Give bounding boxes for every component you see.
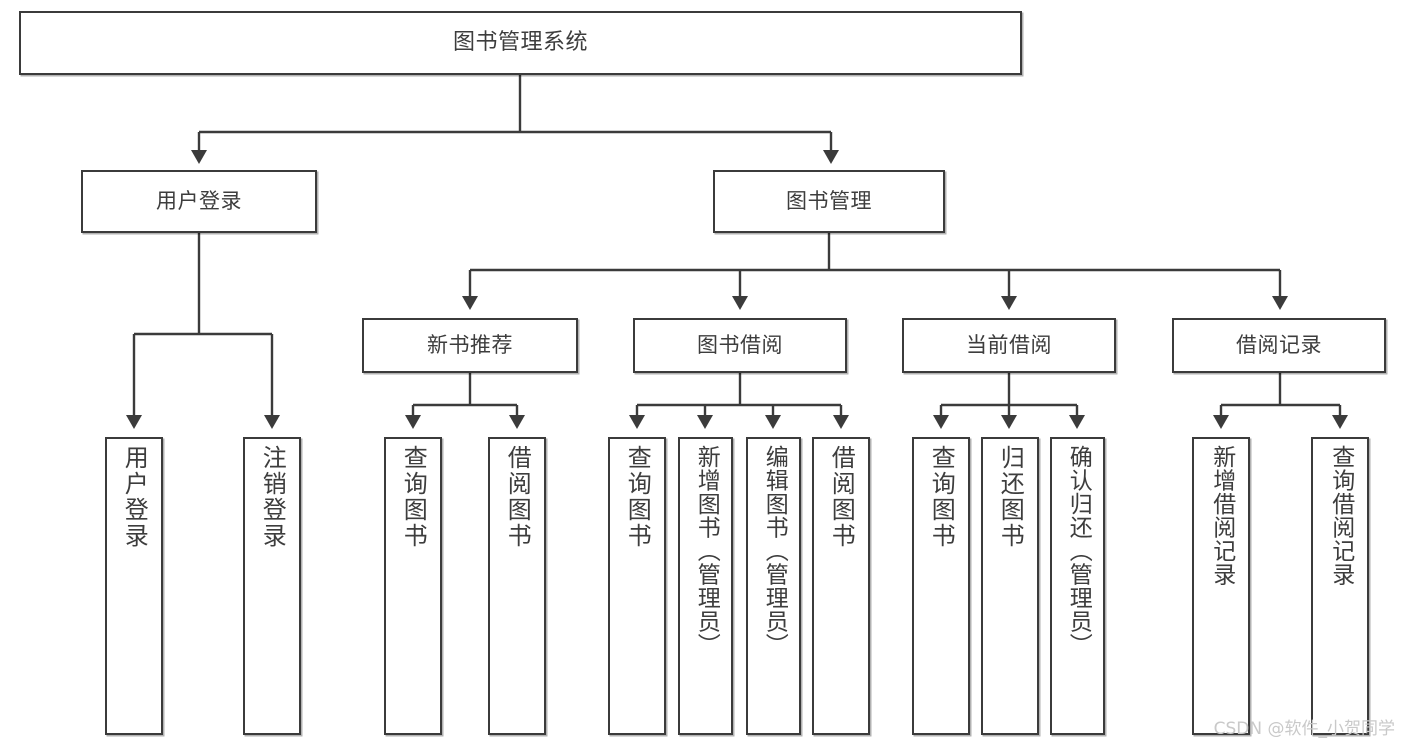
node-current-borrow-label: 当前借阅 <box>966 332 1052 357</box>
node-leaf-borrow-book-2-label: 借阅图书 <box>827 445 856 549</box>
node-leaf-query-book-2[interactable]: 查询图书 <box>608 437 666 735</box>
node-leaf-user-login[interactable]: 用户登录 <box>105 437 163 735</box>
node-current-borrow[interactable]: 当前借阅 <box>902 318 1116 373</box>
node-root[interactable]: 图书管理系统 <box>19 11 1022 75</box>
node-leaf-query-record[interactable]: 查询借阅记录 <box>1311 437 1369 735</box>
node-leaf-borrow-book-1[interactable]: 借阅图书 <box>488 437 546 735</box>
node-book-manage[interactable]: 图书管理 <box>713 170 945 233</box>
node-leaf-add-record[interactable]: 新增借阅记录 <box>1192 437 1250 735</box>
node-leaf-query-book-3-label: 查询图书 <box>927 445 956 549</box>
node-leaf-return-book-label: 归还图书 <box>996 445 1025 549</box>
node-leaf-confirm-return[interactable]: 确认归还（管理员） <box>1050 437 1105 735</box>
node-user-login-label: 用户登录 <box>156 188 242 213</box>
node-borrow-record-label: 借阅记录 <box>1236 332 1322 357</box>
node-borrow-record[interactable]: 借阅记录 <box>1172 318 1386 373</box>
node-leaf-return-book[interactable]: 归还图书 <box>981 437 1039 735</box>
node-root-label: 图书管理系统 <box>452 29 588 55</box>
node-leaf-add-book[interactable]: 新增图书（管理员） <box>678 437 733 735</box>
node-leaf-query-book-1-label: 查询图书 <box>399 445 428 549</box>
node-leaf-user-login-label: 用户登录 <box>120 445 149 549</box>
node-leaf-borrow-book-1-label: 借阅图书 <box>503 445 532 549</box>
node-leaf-add-record-label: 新增借阅记录 <box>1208 445 1235 586</box>
node-new-book-recommend-label: 新书推荐 <box>427 332 513 357</box>
node-book-manage-label: 图书管理 <box>786 188 872 213</box>
node-leaf-confirm-return-label: 确认归还（管理员） <box>1065 445 1092 657</box>
node-book-borrow[interactable]: 图书借阅 <box>633 318 847 373</box>
node-user-login[interactable]: 用户登录 <box>81 170 317 233</box>
node-leaf-query-book-1[interactable]: 查询图书 <box>384 437 442 735</box>
node-leaf-edit-book[interactable]: 编辑图书（管理员） <box>746 437 801 735</box>
node-new-book-recommend[interactable]: 新书推荐 <box>362 318 578 373</box>
node-leaf-borrow-book-2[interactable]: 借阅图书 <box>812 437 870 735</box>
node-leaf-edit-book-label: 编辑图书（管理员） <box>761 445 788 657</box>
node-leaf-query-book-2-label: 查询图书 <box>623 445 652 549</box>
node-leaf-add-book-label: 新增图书（管理员） <box>693 445 720 657</box>
node-leaf-logout-login-label: 注销登录 <box>258 445 287 549</box>
node-leaf-logout-login[interactable]: 注销登录 <box>243 437 301 735</box>
node-book-borrow-label: 图书借阅 <box>697 332 783 357</box>
node-leaf-query-record-label: 查询借阅记录 <box>1327 445 1354 586</box>
node-leaf-query-book-3[interactable]: 查询图书 <box>912 437 970 735</box>
